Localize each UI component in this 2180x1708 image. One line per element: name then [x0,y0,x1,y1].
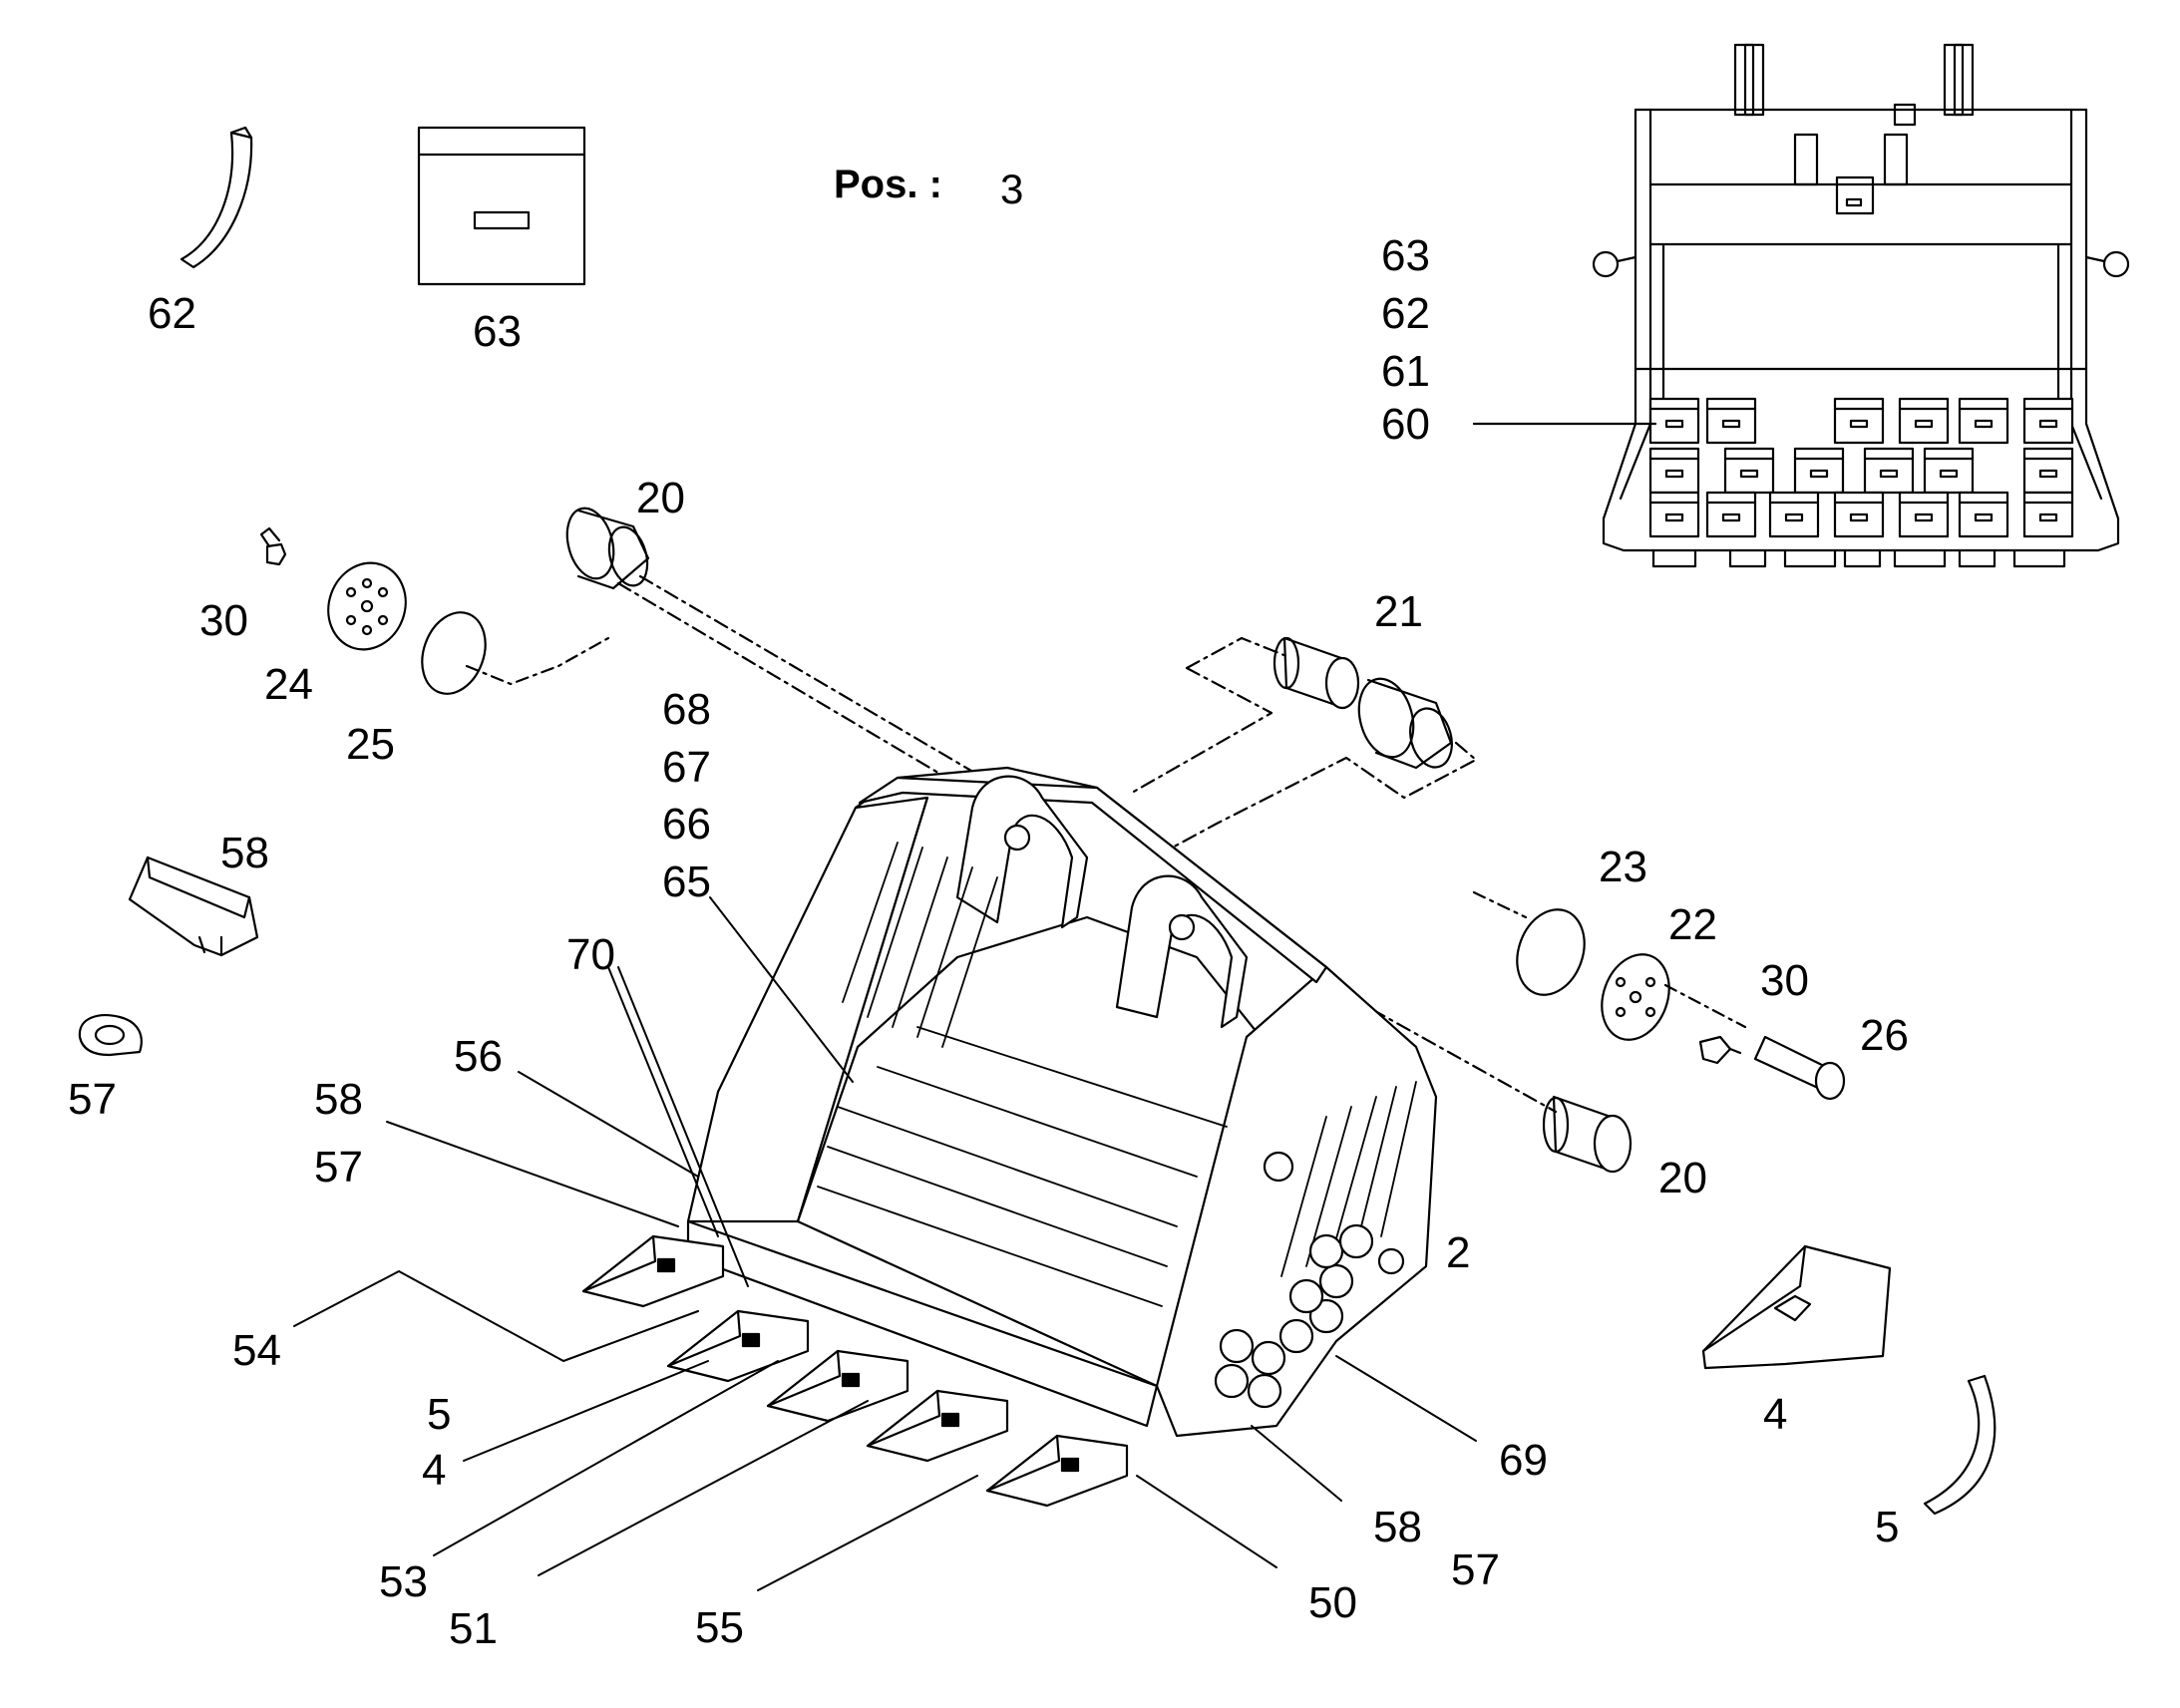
callout-63-inset: 63 [1381,231,1430,280]
callout-51: 51 [449,1604,498,1653]
part-4-tooth-right [1701,1244,1892,1370]
callout-65: 65 [662,857,711,906]
leader-58-57-bottom [1251,1425,1342,1502]
part-20-plug-bottom-right [1542,1095,1633,1174]
inset-wear-block [1923,447,1975,495]
part-20-bushing-right [1357,677,1453,770]
callout-63-top: 63 [473,307,522,356]
callout-60-inset: 60 [1381,400,1430,449]
part-5-retainer-right [1923,1374,1997,1516]
callout-70: 70 [566,930,615,979]
callout-68: 68 [662,685,711,734]
callout-5-left: 5 [427,1390,452,1439]
part-30-bolt-left [259,526,287,566]
leader-69 [1335,1355,1477,1442]
callout-24: 24 [264,660,313,709]
callout-57-left: 57 [68,1075,117,1124]
part-20-bushing-top [565,507,650,590]
part-22-disc-right [1601,953,1670,1041]
leader-58-57 [386,1121,679,1227]
callout-57-mid: 57 [314,1143,363,1192]
inset-wear-block [1648,397,1700,445]
callout-26: 26 [1860,1011,1909,1060]
callout-61-inset: 61 [1381,347,1430,396]
bucket-tooth [985,1434,1129,1508]
callout-62-top: 62 [148,289,196,338]
inset-wear-block [2022,447,2074,495]
callout-25: 25 [346,720,395,769]
inset-wear-block [1958,397,2009,445]
part-57-retainer-left [78,1014,143,1057]
callout-2: 2 [1446,1228,1471,1277]
callout-20-right: 20 [1658,1154,1707,1202]
leader-53 [433,1360,779,1556]
inset-wear-block [1768,491,1820,538]
leader-4 [463,1360,709,1462]
callout-67: 67 [662,743,711,792]
leader-51 [538,1400,869,1576]
callout-30-right: 30 [1760,956,1809,1005]
inset-bucket-front-view [1472,43,2130,568]
inset-wear-block [1705,491,1757,538]
callout-30-left: 30 [199,596,248,645]
callout-22: 22 [1668,900,1717,949]
inset-wear-block [1648,447,1700,495]
bucket-tooth [866,1389,1009,1463]
callout-4-left: 4 [422,1446,447,1495]
leader-55 [757,1475,978,1591]
pos-label: Pos. : [834,163,942,206]
callout-20-top: 20 [636,474,685,522]
leader-50 [1136,1475,1277,1568]
part-25-ring-left [421,611,487,695]
inset-wear-block [2022,491,2074,538]
callout-23: 23 [1599,843,1647,891]
inset-wear-block [1958,491,2009,538]
part-30-bolt-right [1698,1035,1742,1065]
part-24-disc-left [327,561,407,651]
inset-wear-block [1793,447,1845,495]
leader-65 [709,896,854,1083]
bucket-tooth [666,1309,810,1383]
part-62-wear-strip-drawing [180,126,253,269]
callout-21: 21 [1374,587,1423,636]
leader-54 [293,1270,699,1362]
inset-wear-block [1863,447,1915,495]
callout-50: 50 [1308,1578,1357,1627]
inset-wear-block [1723,447,1775,495]
part-58-wear-cap-left [128,855,259,957]
leader-70 [617,966,749,1287]
inset-wear-block [1705,397,1757,445]
callout-69: 69 [1499,1436,1548,1485]
inset-wear-block [1898,397,1950,445]
bucket-tooth [581,1234,725,1308]
inset-wear-block [1648,491,1700,538]
callout-53: 53 [379,1557,428,1606]
inset-wear-block [1833,491,1885,538]
part-21-plug [1272,636,1360,710]
callout-54: 54 [232,1326,281,1375]
pos-value: 3 [1000,166,1024,212]
callout-58-left: 58 [220,829,269,877]
main-bucket [686,766,1438,1438]
callout-58-bottom: 58 [1373,1503,1422,1551]
callout-58-mid: 58 [314,1075,363,1124]
callout-56: 56 [454,1032,503,1081]
inset-wear-block [1833,397,1885,445]
part-23-ring-right [1516,908,1586,996]
part-63-plate-drawing [417,126,586,286]
callout-55: 55 [695,1603,744,1652]
callout-4-right: 4 [1763,1390,1788,1439]
leader-56 [518,1071,699,1178]
bucket-tooth [766,1349,909,1423]
inset-wear-block [2022,397,2074,445]
callout-5-right: 5 [1875,1503,1900,1551]
callout-66: 66 [662,800,711,849]
callout-57-bottom: 57 [1451,1545,1500,1594]
part-26-pin [1753,1035,1846,1101]
callout-62-inset: 62 [1381,289,1430,338]
inset-wear-block [1898,491,1950,538]
